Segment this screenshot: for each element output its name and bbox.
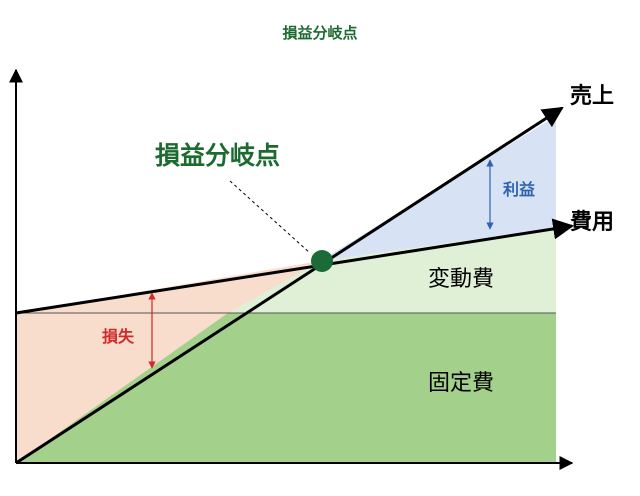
- diagram-title: 損益分岐点: [282, 24, 357, 42]
- break-even-label: 損益分岐点: [155, 141, 280, 170]
- sales-label: 売上: [570, 83, 614, 109]
- variable-cost-region: [228, 228, 556, 313]
- sales-line: [15, 106, 564, 465]
- break-even-point: [311, 250, 333, 272]
- fixed-cost-label: 固定費: [428, 371, 494, 396]
- cost-label: 費用: [570, 210, 614, 235]
- loss-label: 損失: [102, 327, 135, 346]
- profit-label: 利益: [503, 180, 535, 199]
- variable-cost-label: 変動費: [428, 267, 494, 292]
- fixed-cost-region: [16, 313, 556, 463]
- cost-line: [15, 218, 575, 315]
- break-even-leader: [229, 180, 311, 254]
